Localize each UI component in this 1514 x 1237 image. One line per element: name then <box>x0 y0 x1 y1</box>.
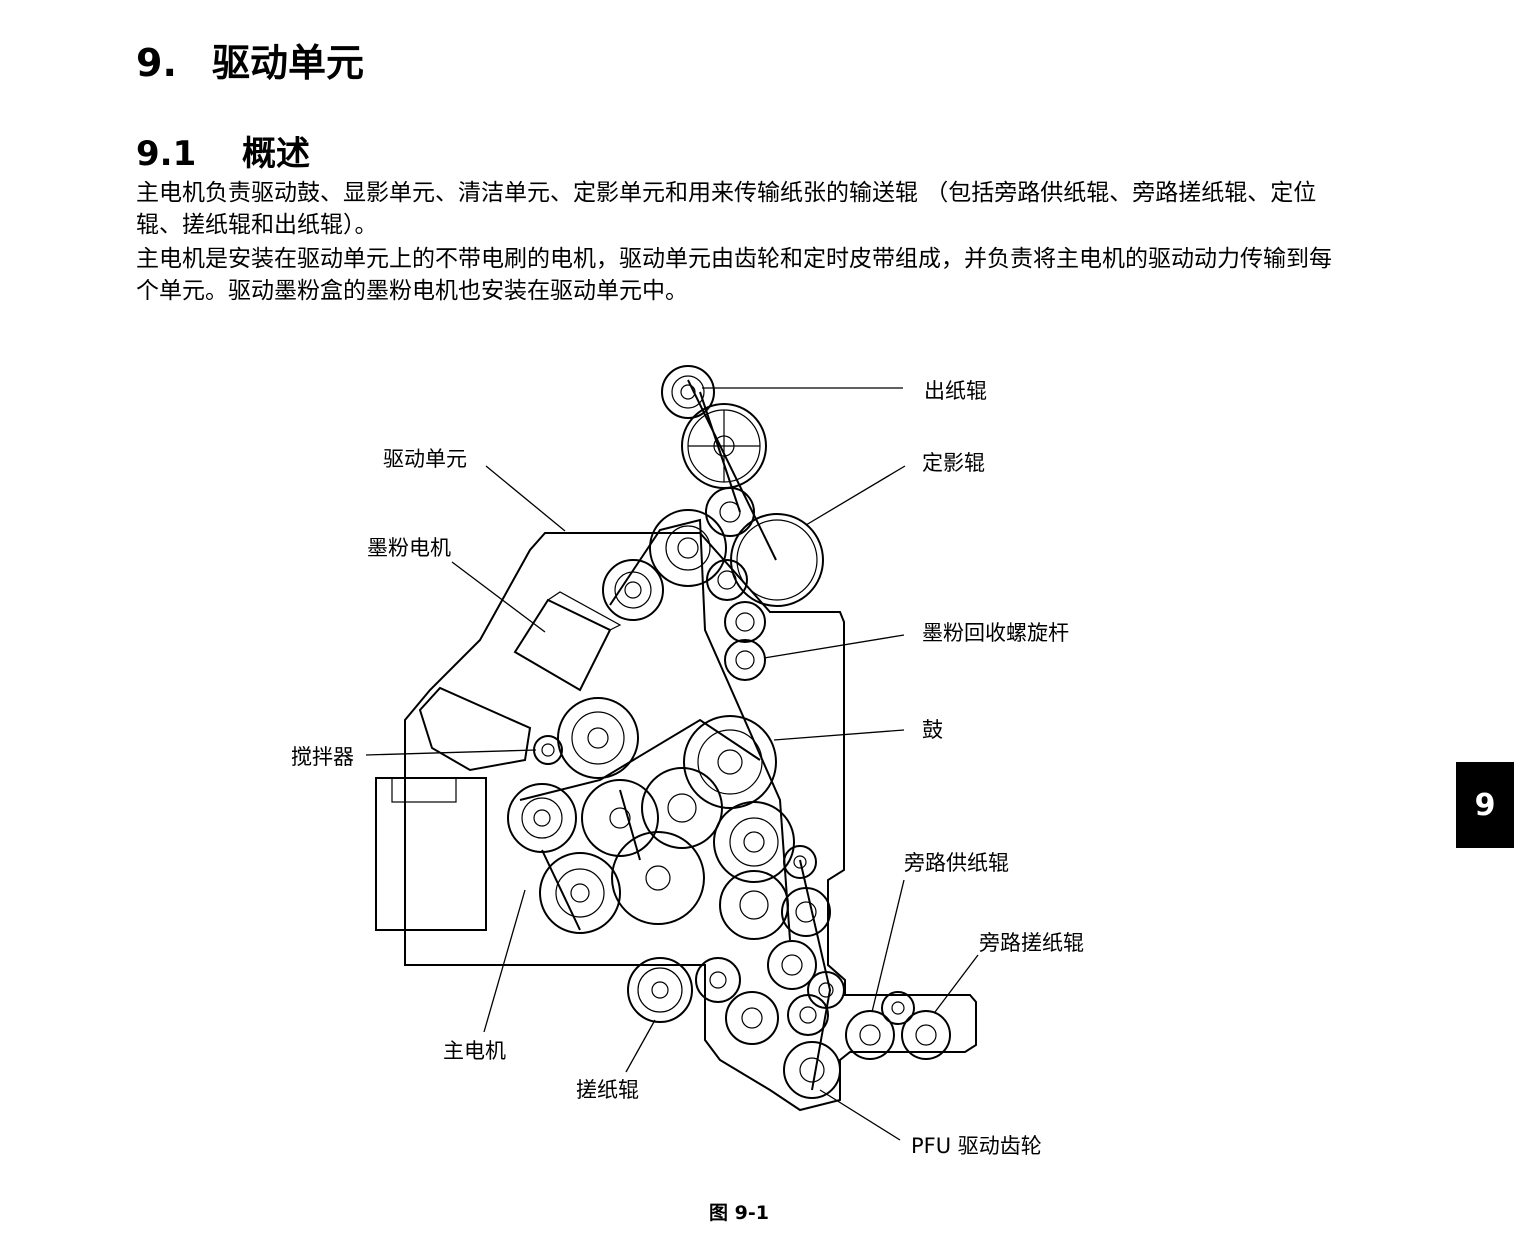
paragraph-1: 主电机负责驱动鼓、显影单元、清洁单元、定影单元和用来传输纸张的输送辊 （包括旁路… <box>136 180 1317 238</box>
label-drive-unit: 驱动单元 <box>383 447 467 471</box>
label-drum: 鼓 <box>922 718 943 742</box>
figure-caption: 图 9-1 <box>709 1202 769 1224</box>
drive-frame <box>404 532 977 1112</box>
label-pickup-roller: 搓纸辊 <box>576 1078 639 1102</box>
agitator-bracket <box>418 686 532 772</box>
label-bypass-feed-roller: 旁路供纸辊 <box>904 851 1009 875</box>
label-agitator: 搅拌器 <box>291 745 354 769</box>
label-fuser-roller: 定影辊 <box>922 451 985 475</box>
toner-motor-body <box>513 598 612 692</box>
chapter-heading: 9. 驱动单元 <box>136 32 364 87</box>
gear-train <box>507 365 951 1099</box>
chapter-tab: 9 <box>1456 762 1514 848</box>
section-heading: 9.1 概述 <box>136 126 310 175</box>
timing-belts <box>519 379 832 1091</box>
label-toner-recovery-auger: 墨粉回收螺旋杆 <box>922 621 1069 645</box>
chapter-number: 9. <box>136 41 177 85</box>
label-toner-motor: 墨粉电机 <box>367 536 451 560</box>
section-number: 9.1 <box>136 134 197 174</box>
label-pfu-drive-gear: PFU 驱动齿轮 <box>911 1134 1042 1158</box>
label-main-motor: 主电机 <box>443 1039 506 1063</box>
label-bypass-pickup-roller: 旁路搓纸辊 <box>979 931 1084 955</box>
label-exit-roller: 出纸辊 <box>924 379 987 403</box>
chapter-title: 驱动单元 <box>212 41 365 85</box>
paragraph-2: 主电机是安装在驱动单元上的不带电刷的电机，驱动单元由齿轮和定时皮带组成，并负责将… <box>136 246 1332 304</box>
section-title: 概述 <box>242 134 310 174</box>
leader-lines <box>365 387 979 1141</box>
